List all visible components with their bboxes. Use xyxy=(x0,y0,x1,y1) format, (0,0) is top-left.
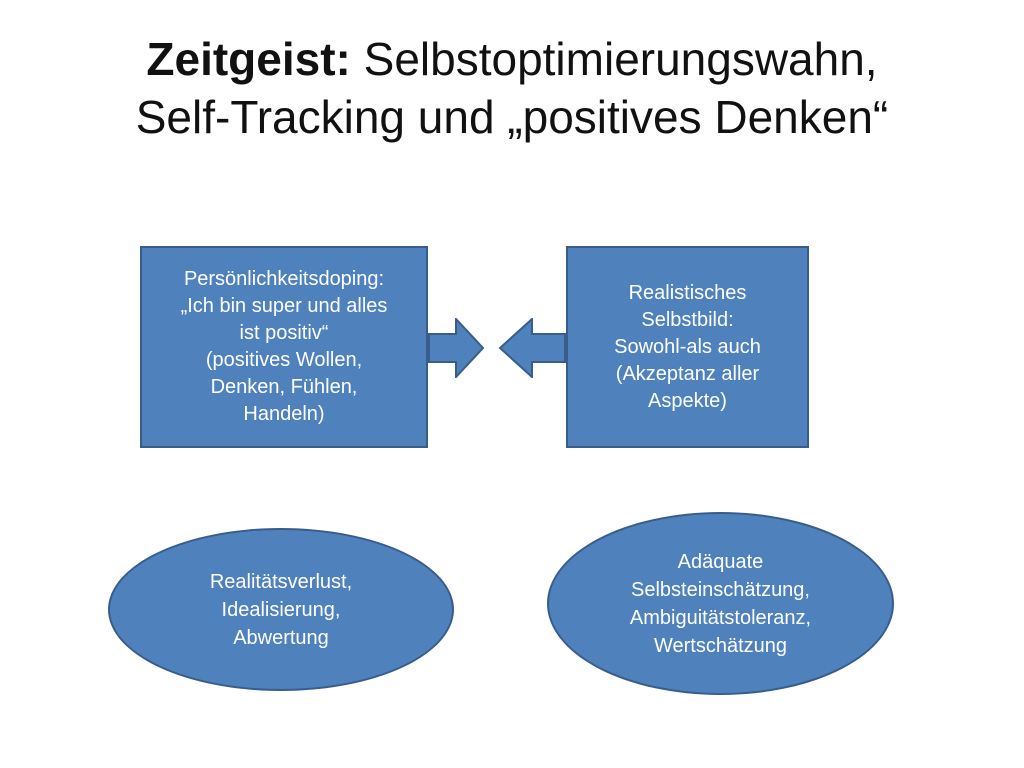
right-arrow-icon xyxy=(428,318,485,378)
box-right-line: (Akzeptanz aller xyxy=(615,362,760,385)
title-line-1-text: Selbstoptimierungswahn, xyxy=(350,33,878,85)
title-keyword: Zeitgeist: xyxy=(146,33,351,85)
ellipse-left-line: Abwertung xyxy=(233,626,329,649)
ellipse-right-line: Wertschätzung xyxy=(653,634,788,657)
ellipse-right-line: Adäquate xyxy=(677,550,764,573)
box-right-line: Sowohl-als auch xyxy=(614,335,761,358)
box-right-line: Realistisches xyxy=(628,281,747,304)
slide-title: Zeitgeist: Selbstoptimierungswahn, Self-… xyxy=(0,30,1024,146)
title-line-1: Zeitgeist: Selbstoptimierungswahn, xyxy=(0,30,1024,88)
box-left-line: (positives Wollen, xyxy=(205,349,363,371)
realistic-self-image-box: Realistisches Selbstbild: Sowohl-als auc… xyxy=(566,246,809,448)
left-arrow-icon xyxy=(498,318,566,378)
adequate-self-assessment-ellipse: Adäquate Selbsteinschätzung, Ambiguitäts… xyxy=(547,512,894,695)
ellipse-left-line: Realitätsverlust, xyxy=(209,570,353,593)
ellipse-left-line: Idealisierung, xyxy=(221,598,341,621)
box-left-line: Handeln) xyxy=(243,403,325,425)
box-left-line: Denken, Fühlen, xyxy=(210,376,358,398)
box-left-line: ist positiv“ xyxy=(239,322,329,344)
ellipse-right-line: Selbsteinschätzung, xyxy=(630,578,810,601)
box-left-line: „Ich bin super und alles xyxy=(180,295,388,317)
reality-loss-ellipse: Realitätsverlust, Idealisierung, Abwertu… xyxy=(108,528,454,691)
ellipse-right-line: Ambiguitätstoleranz, xyxy=(629,606,812,629)
box-right-line: Aspekte) xyxy=(648,389,727,412)
title-line-2: Self-Tracking und „positives Denken“ xyxy=(135,91,889,143)
personality-doping-box: Persönlichkeitsdoping: „Ich bin super un… xyxy=(140,246,428,448)
box-left-line: Persönlichkeitsdoping: xyxy=(183,268,385,290)
box-right-line: Selbstbild: xyxy=(641,308,734,331)
